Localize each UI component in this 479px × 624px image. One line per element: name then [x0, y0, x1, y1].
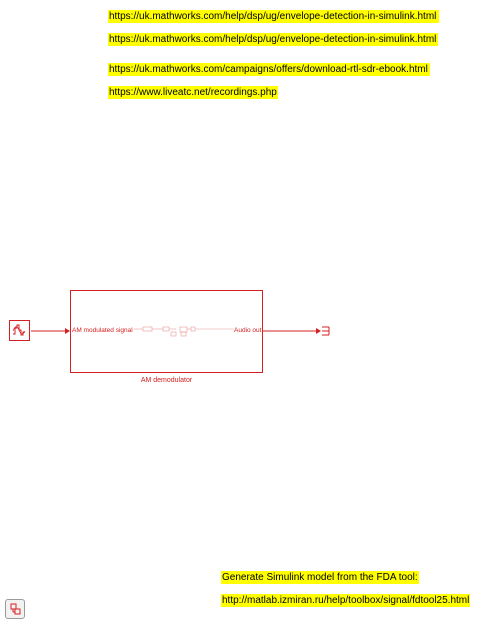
annotation-link-4[interactable]: https://www.liveatc.net/recordings.php [108, 86, 278, 99]
sine-wave-source-icon [12, 324, 26, 336]
output-arrowhead [316, 328, 321, 334]
annotation-link-3[interactable]: https://uk.mathworks.com/campaigns/offer… [108, 63, 430, 76]
am-demodulator-subsystem[interactable] [70, 290, 263, 373]
sine-wave-source-block[interactable] [9, 320, 30, 341]
annotation-link-1[interactable]: https://uk.mathworks.com/help/dsp/ug/env… [108, 10, 439, 23]
input-port-label: AM modulated signal [72, 327, 133, 335]
hide-show-navigator-icon [10, 603, 21, 615]
annotation-link-2[interactable]: https://uk.mathworks.com/help/dsp/ug/env… [108, 33, 438, 46]
subsystem-preview-diagram [134, 326, 234, 337]
hide-show-navigator-button[interactable] [5, 599, 25, 619]
subsystem-name-label[interactable]: AM demodulator [140, 377, 193, 384]
audio-device-writer-icon[interactable] [322, 326, 330, 336]
output-port-label: Audio out [234, 327, 262, 335]
annotation-fda-title[interactable]: Generate Simulink model from the FDA too… [221, 571, 419, 584]
annotation-fda-link[interactable]: http://matlab.izmiran.ru/help/toolbox/si… [221, 594, 470, 607]
input-arrowhead [65, 328, 70, 334]
